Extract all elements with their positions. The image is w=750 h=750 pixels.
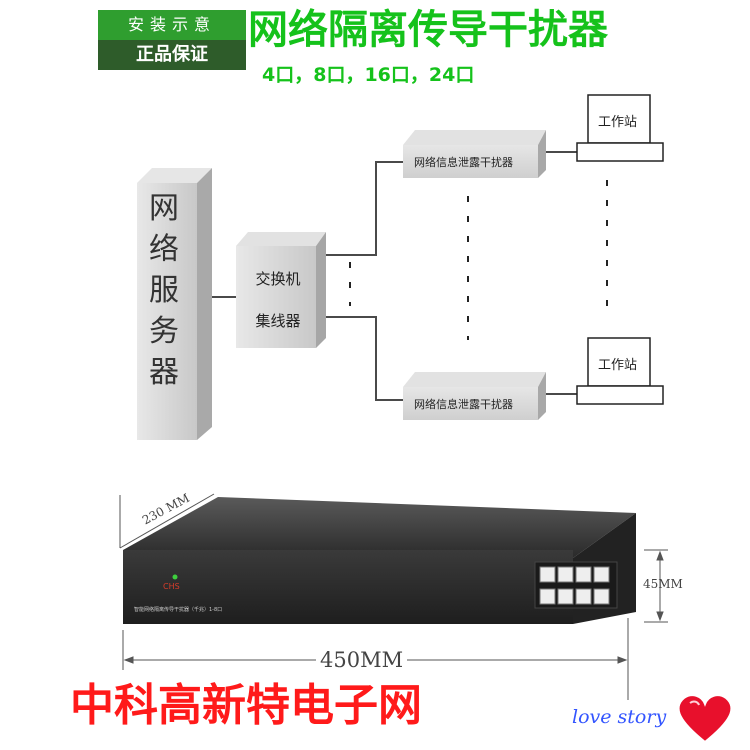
jammer-box-top [403, 130, 546, 178]
genuine-badge: 正品保证 [98, 40, 246, 70]
workstation-bottom [576, 337, 664, 405]
switch-box [236, 232, 326, 348]
switch-label: 交换机 集线器 [255, 270, 301, 330]
ethernet-ports [539, 566, 610, 605]
page-title: 网络隔离传导干扰器 [248, 7, 608, 53]
panel-text: 智能网络隔离传导干扰器（千兆）1-8口 [134, 607, 223, 613]
connection-lines [212, 151, 577, 401]
width-label: 450MM [316, 648, 408, 672]
server-box [137, 168, 212, 440]
company-name: 中科高新特电子网 [70, 680, 422, 731]
workstation-label-bottom: 工作站 [598, 358, 638, 373]
jammer-label-top: 网络信息泄露干扰器 [414, 156, 513, 169]
heart-icon [677, 694, 733, 744]
love-story-text: love story [572, 706, 667, 728]
server-label: 网 络 服 务 器 [149, 191, 179, 390]
workstation-label-top: 工作站 [598, 115, 638, 130]
jammer-label-bottom: 网络信息泄露干扰器 [414, 398, 513, 411]
port-options: 4口，8口，16口，24口 [262, 64, 475, 86]
workstation-top [576, 94, 664, 162]
install-badge: 安装示意 [98, 10, 246, 40]
product-device [123, 497, 636, 624]
jammer-box-bottom [403, 372, 546, 420]
panel-logo: CHS [163, 582, 180, 591]
height-label: 45MM [643, 577, 683, 591]
dotted-lines [349, 180, 608, 340]
